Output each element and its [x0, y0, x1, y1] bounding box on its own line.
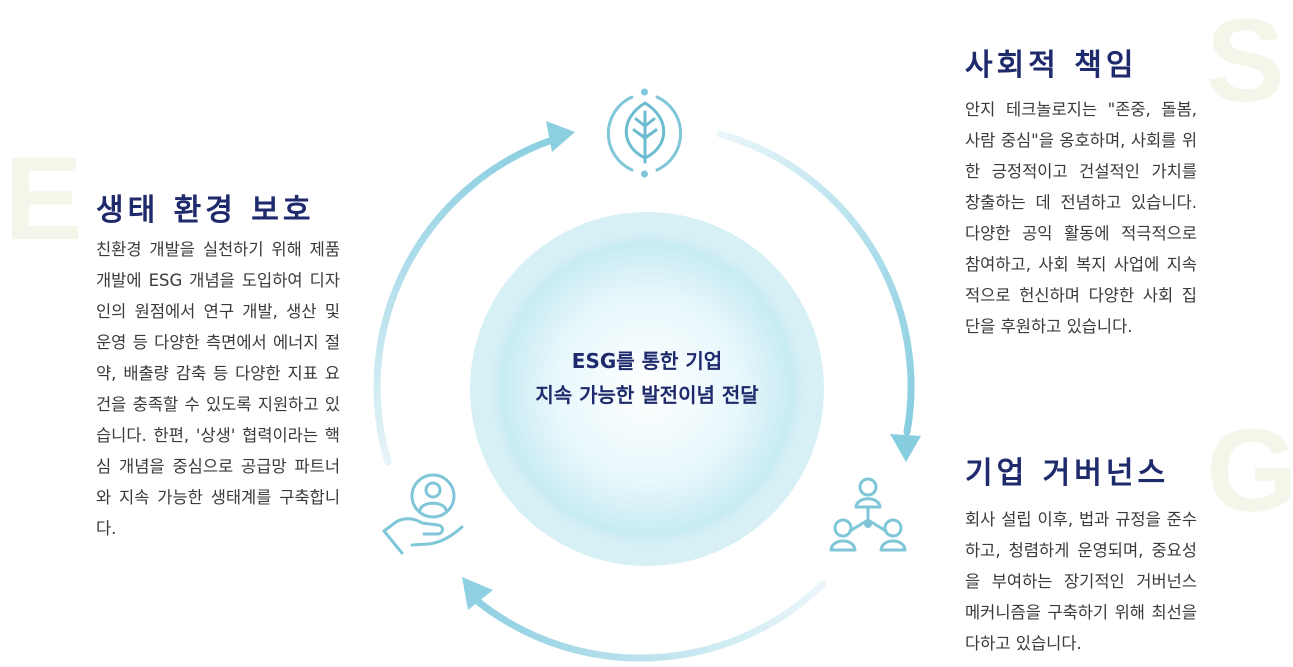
center-message-line-2: 지속 가능한 발전이념 전달 [535, 383, 759, 407]
cycle-arc-bottom [472, 580, 827, 662]
arrow-head-bottom [462, 577, 493, 610]
social-title: 사회적 책임 [965, 48, 1138, 83]
cycle-arc-top-right [716, 130, 915, 436]
hand-person-icon [382, 473, 464, 555]
governance-description: 회사 설립 이후, 법과 규정을 준수하고, 청렴하게 운영되며, 중요성을 부… [965, 510, 1197, 653]
arrow-head-left [546, 121, 575, 152]
cycle-arc-left [373, 136, 556, 466]
people-network-icon [829, 477, 907, 552]
background-letter-g: G [1206, 405, 1293, 537]
center-message: ESG를 통한 기업 지속 가능한 발전이념 전달 [482, 344, 812, 412]
center-inner-circle [500, 242, 794, 536]
governance-title: 기업 거버넌스 [965, 456, 1170, 491]
social-description: 안지 테크놀로지는 "존중, 돌봄, 사람 중심"을 옹호하며, 사회를 위한 … [965, 100, 1197, 336]
leaf-icon [606, 88, 683, 178]
arrow-head-right [890, 434, 921, 462]
background-letter-e: E [4, 133, 83, 265]
environment-title: 생태 환경 보호 [96, 193, 315, 228]
background-letter-s: S [1206, 0, 1285, 127]
center-message-line-1: ESG를 통한 기업 [571, 349, 723, 373]
environment-description: 친환경 개발을 실천하기 위해 제품 개발에 ESG 개념을 도입하여 디자인의… [96, 240, 340, 538]
